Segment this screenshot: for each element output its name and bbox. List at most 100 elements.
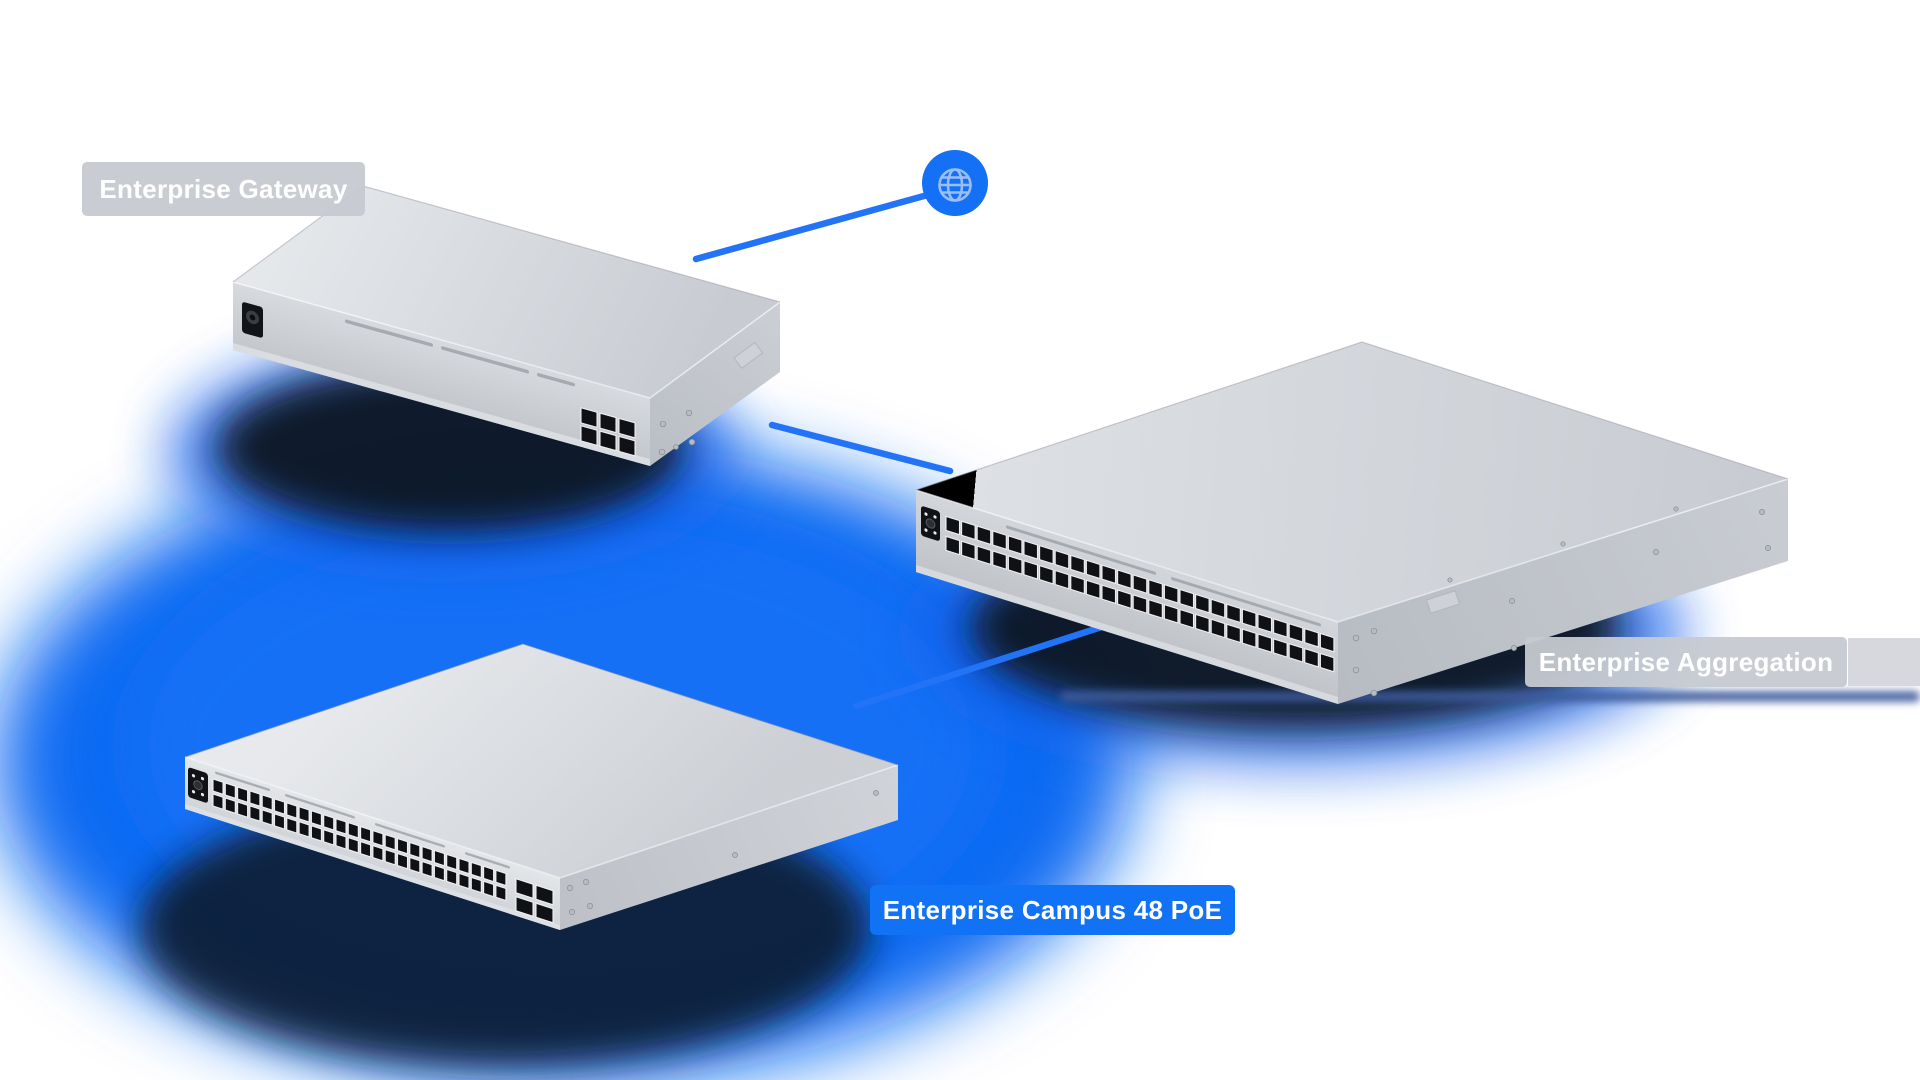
port bbox=[1257, 613, 1273, 633]
rj45-port-grid bbox=[212, 778, 507, 902]
port bbox=[515, 878, 534, 899]
label-enterprise-gateway: Enterprise Gateway bbox=[82, 162, 365, 216]
port bbox=[1273, 618, 1288, 638]
port bbox=[599, 412, 617, 434]
port bbox=[433, 864, 445, 882]
port bbox=[384, 833, 396, 851]
campus-front-face bbox=[185, 757, 560, 930]
port bbox=[515, 896, 534, 917]
port bbox=[335, 817, 347, 835]
reflection-band bbox=[1060, 691, 1920, 702]
internet-globe-icon bbox=[922, 150, 988, 216]
port bbox=[945, 515, 961, 536]
port bbox=[535, 902, 554, 924]
port bbox=[1304, 647, 1319, 668]
port bbox=[580, 425, 598, 446]
port bbox=[433, 849, 445, 867]
label-overflow-strip bbox=[1848, 638, 1920, 686]
port bbox=[360, 840, 372, 858]
port bbox=[1101, 564, 1117, 585]
port bbox=[310, 810, 322, 827]
aggregation-side-label bbox=[1425, 590, 1461, 614]
port bbox=[1101, 584, 1117, 605]
port bbox=[360, 825, 372, 843]
gateway-side-label bbox=[733, 341, 764, 370]
port bbox=[224, 782, 236, 799]
label-enterprise-campus-48-poe: Enterprise Campus 48 PoE bbox=[870, 885, 1235, 935]
port bbox=[1070, 574, 1085, 595]
port bbox=[1210, 618, 1226, 639]
gateway-top-face bbox=[233, 186, 780, 398]
port bbox=[1085, 579, 1101, 600]
port bbox=[483, 865, 495, 883]
port bbox=[976, 545, 992, 566]
port bbox=[273, 813, 286, 830]
port bbox=[618, 417, 636, 439]
port bbox=[1148, 599, 1163, 619]
port bbox=[1179, 588, 1195, 609]
port bbox=[961, 540, 976, 561]
port bbox=[298, 821, 310, 838]
enterprise-aggregation-device bbox=[915, 341, 1789, 705]
port bbox=[1319, 652, 1335, 673]
port bbox=[1288, 643, 1304, 663]
port bbox=[1054, 569, 1070, 590]
port bbox=[446, 868, 458, 886]
enterprise-campus-device bbox=[184, 643, 899, 930]
port bbox=[372, 829, 384, 847]
port bbox=[1241, 628, 1257, 649]
campus-top-face bbox=[185, 644, 898, 878]
port bbox=[1319, 632, 1335, 653]
port bbox=[1132, 594, 1148, 614]
connection-line-internet-gateway bbox=[692, 184, 957, 263]
port bbox=[458, 872, 470, 890]
port bbox=[323, 814, 335, 831]
port bbox=[261, 794, 273, 811]
aggregation-screws bbox=[1352, 506, 1771, 697]
gateway-port-grid bbox=[580, 407, 636, 457]
port bbox=[224, 797, 236, 814]
port bbox=[976, 525, 992, 546]
port bbox=[992, 550, 1007, 570]
port bbox=[618, 435, 636, 457]
port bbox=[409, 856, 421, 874]
port bbox=[212, 793, 224, 810]
port bbox=[396, 837, 409, 855]
port bbox=[347, 821, 359, 839]
aggregation-front-face bbox=[916, 489, 1338, 705]
label-enterprise-aggregation: Enterprise Aggregation bbox=[1525, 637, 1847, 687]
port bbox=[1257, 633, 1273, 653]
campus-right-face bbox=[560, 765, 898, 930]
connection-lines bbox=[692, 184, 1146, 710]
port bbox=[286, 802, 298, 819]
port bbox=[1163, 603, 1179, 624]
port bbox=[335, 832, 347, 850]
gateway-screws bbox=[658, 341, 764, 456]
connection-line-gateway-aggregation bbox=[768, 421, 954, 475]
port bbox=[1039, 564, 1054, 585]
port bbox=[1179, 608, 1195, 629]
port bbox=[1304, 627, 1319, 648]
port bbox=[1070, 554, 1085, 575]
port bbox=[396, 852, 409, 870]
port bbox=[1039, 544, 1054, 565]
port bbox=[470, 861, 482, 879]
port bbox=[273, 798, 286, 815]
port bbox=[1288, 623, 1304, 643]
port bbox=[249, 805, 261, 822]
port bbox=[945, 535, 961, 556]
port bbox=[1007, 535, 1023, 555]
port bbox=[237, 786, 249, 803]
gateway-right-face bbox=[650, 302, 780, 466]
port bbox=[1226, 603, 1241, 624]
port bbox=[1132, 574, 1148, 594]
port bbox=[261, 809, 273, 826]
sfp-port-grid bbox=[515, 878, 554, 924]
port bbox=[1117, 589, 1132, 610]
gateway-power-inlet bbox=[242, 302, 263, 338]
port bbox=[421, 860, 433, 878]
port bbox=[212, 778, 224, 795]
port bbox=[599, 430, 617, 452]
